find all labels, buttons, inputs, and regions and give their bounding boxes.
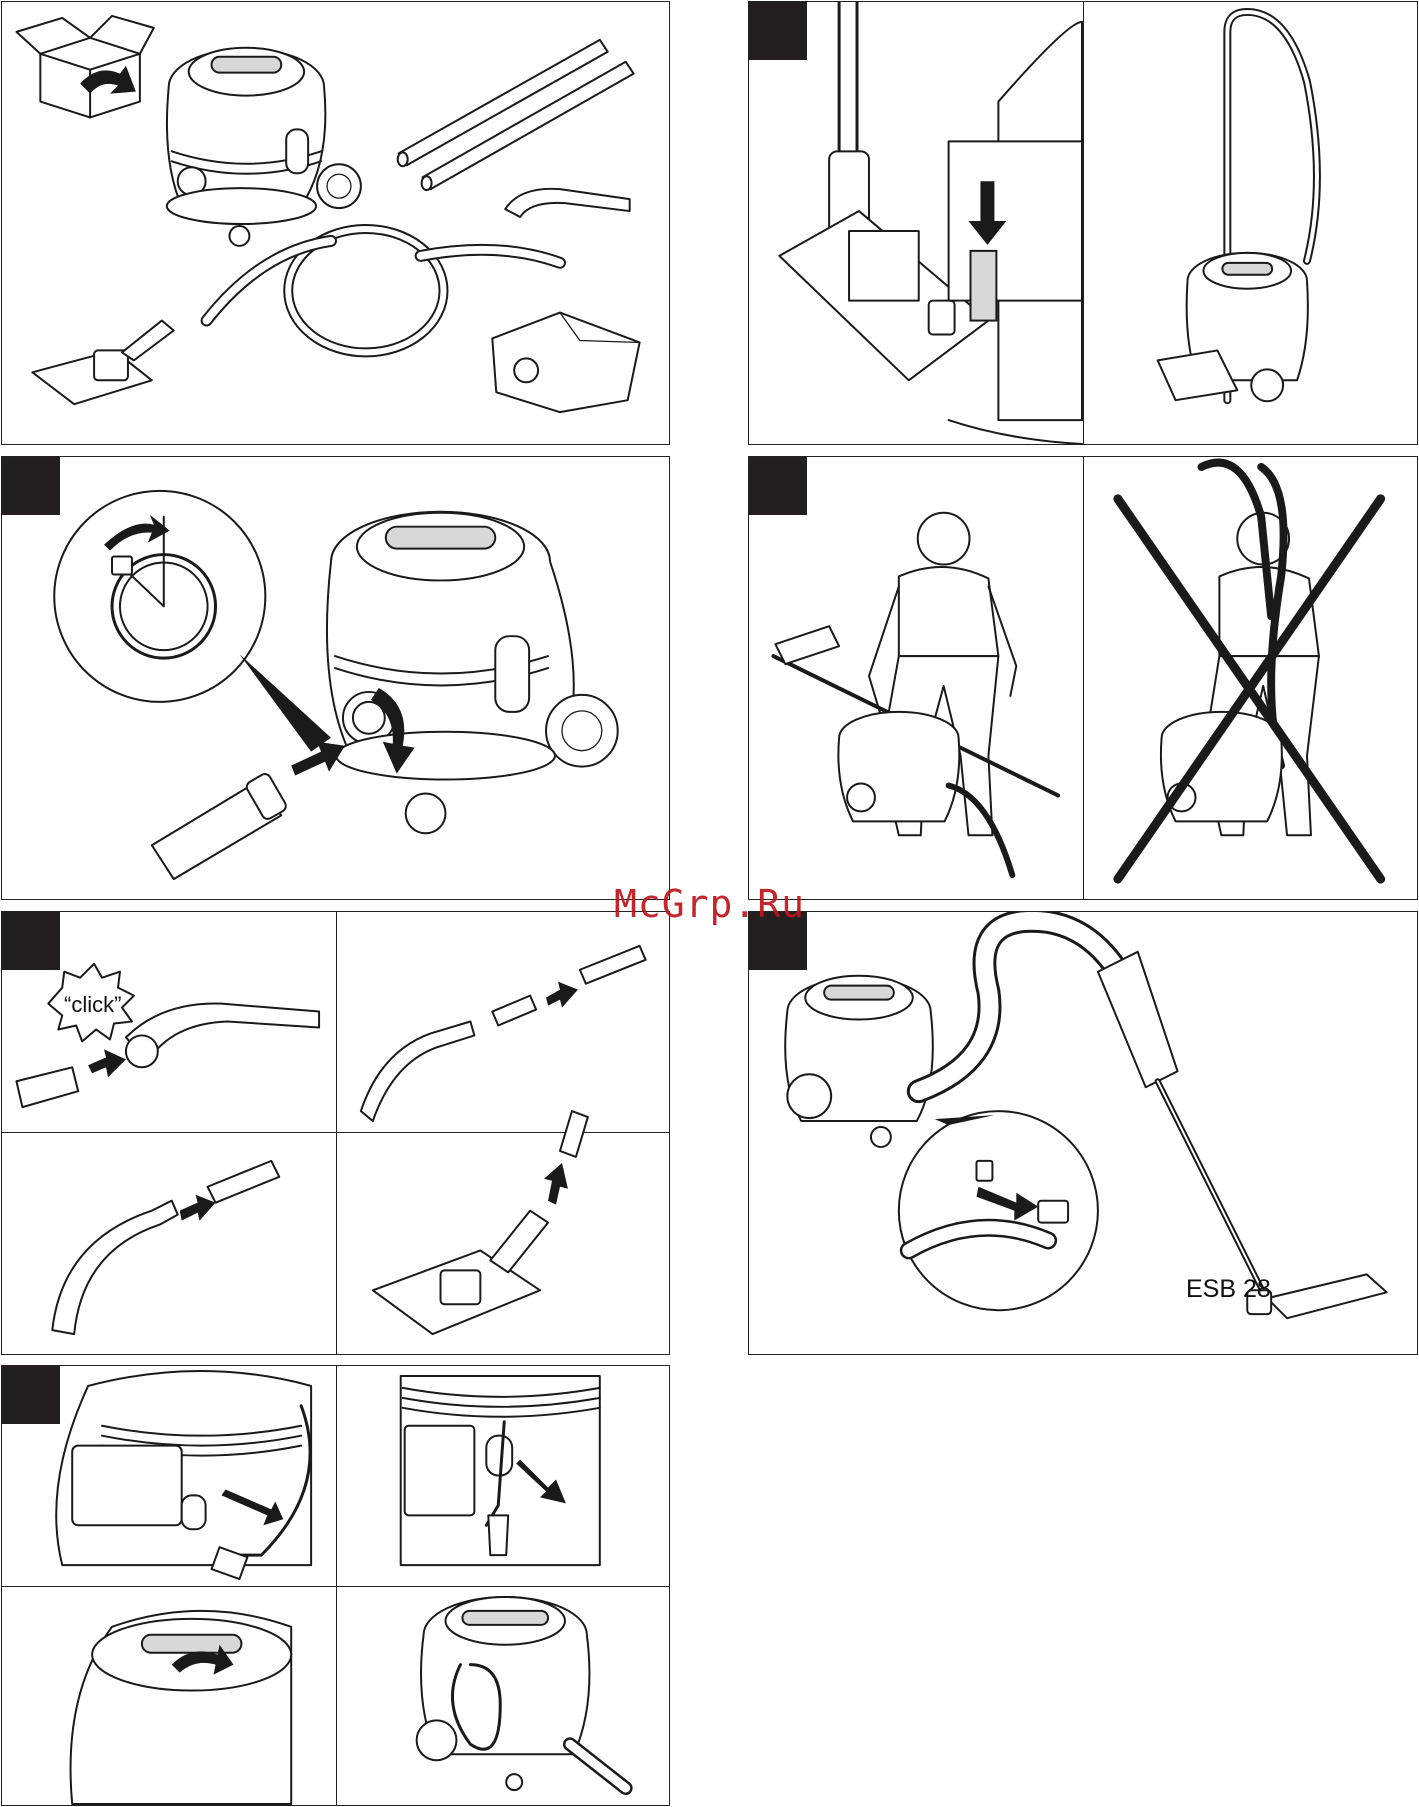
- panel-unpacking: [1, 1, 670, 445]
- panel-hose-attach: [1, 456, 670, 900]
- panel-power-brush: ESB 28: [748, 911, 1418, 1355]
- panel-accessories: “click”: [1, 911, 670, 1355]
- click-label: “click”: [64, 992, 121, 1018]
- hose-handle: [505, 189, 629, 217]
- park-position-illustration: [749, 2, 1417, 444]
- accessories-illustration: [2, 912, 669, 1354]
- cable-storage-illustration: [2, 1366, 669, 1805]
- extension-tubes: [398, 40, 634, 190]
- model-label: ESB 28: [1186, 1275, 1271, 1304]
- power-brush-illustration: [749, 912, 1417, 1354]
- unpacking-illustration: [2, 2, 669, 444]
- carrying-illustration: [749, 457, 1417, 899]
- floor-nozzle: [32, 321, 173, 405]
- panel-carrying: [748, 456, 1418, 900]
- hose-attach-illustration: [2, 457, 669, 899]
- panel-park-position: [748, 1, 1418, 445]
- dust-bag: [492, 313, 639, 413]
- vacuum-body: [167, 48, 361, 246]
- unpack-box-icon: [16, 16, 153, 118]
- panel-cable-storage: [1, 1365, 670, 1806]
- watermark: McGrp.Ru: [614, 882, 805, 926]
